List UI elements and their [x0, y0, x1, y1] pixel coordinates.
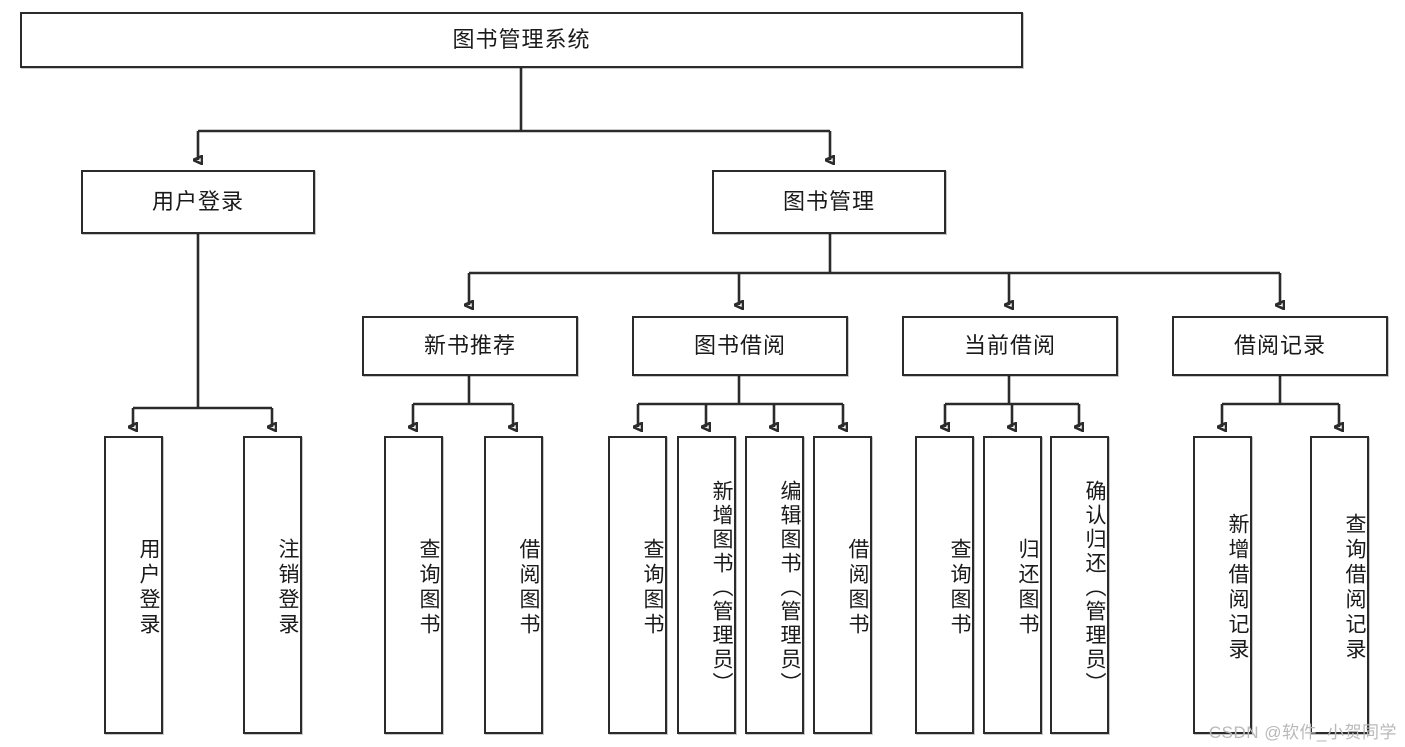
node-borrow-record[interactable]: 借阅记录 [1172, 316, 1388, 376]
leaf-recommend-query-book[interactable]: 查询图书 [384, 436, 443, 734]
node-label: 图书管理系统 [452, 26, 591, 52]
leaf-current-query-book[interactable]: 查询图书 [915, 436, 974, 734]
node-label: 编辑图书（管理员） [778, 480, 801, 696]
leaf-borrow-query-book[interactable]: 查询图书 [608, 436, 667, 734]
node-label: 用户登录 [151, 188, 244, 214]
node-new-book-recommend[interactable]: 新书推荐 [362, 316, 578, 376]
watermark: CSDN @软件_小贺同学 [1208, 723, 1397, 742]
node-label: 图书管理 [782, 188, 875, 214]
leaf-user-login-logout[interactable]: 注销登录 [243, 436, 302, 734]
node-label: 借阅记录 [1233, 332, 1326, 358]
node-book-borrow[interactable]: 图书借阅 [632, 316, 848, 376]
node-label: 新增借阅记录 [1226, 513, 1249, 663]
node-label: 查询图书 [641, 538, 664, 638]
node-current-borrow[interactable]: 当前借阅 [902, 316, 1118, 376]
node-label: 归还图书 [1016, 538, 1039, 638]
leaf-record-add-borrow-record[interactable]: 新增借阅记录 [1193, 436, 1252, 734]
leaf-record-query-borrow-record[interactable]: 查询借阅记录 [1310, 436, 1369, 734]
leaf-current-return-book[interactable]: 归还图书 [983, 436, 1042, 734]
node-label: 图书借阅 [693, 332, 786, 358]
node-label: 查询借阅记录 [1343, 513, 1366, 663]
leaf-borrow-add-book-admin[interactable]: 新增图书（管理员） [677, 436, 736, 734]
leaf-user-login-login[interactable]: 用户登录 [104, 436, 163, 734]
node-label: 借阅图书 [846, 538, 869, 638]
leaf-recommend-borrow-book[interactable]: 借阅图书 [484, 436, 543, 734]
node-user-login[interactable]: 用户登录 [81, 170, 315, 234]
node-label: 查询图书 [948, 538, 971, 638]
leaf-current-confirm-return-admin[interactable]: 确认归还（管理员） [1050, 436, 1109, 734]
node-label: 借阅图书 [517, 538, 540, 638]
node-label: 确认归还（管理员） [1083, 480, 1106, 696]
node-label: 当前借阅 [963, 332, 1056, 358]
node-label: 用户登录 [137, 538, 160, 638]
node-label: 新增图书（管理员） [710, 480, 733, 696]
node-book-management[interactable]: 图书管理 [712, 170, 946, 234]
leaf-borrow-edit-book-admin[interactable]: 编辑图书（管理员） [745, 436, 804, 734]
node-label: 注销登录 [276, 538, 299, 638]
node-label: 新书推荐 [423, 332, 516, 358]
node-label: 查询图书 [417, 538, 440, 638]
node-root-book-management-system[interactable]: 图书管理系统 [20, 12, 1023, 68]
leaf-borrow-borrow-book[interactable]: 借阅图书 [813, 436, 872, 734]
